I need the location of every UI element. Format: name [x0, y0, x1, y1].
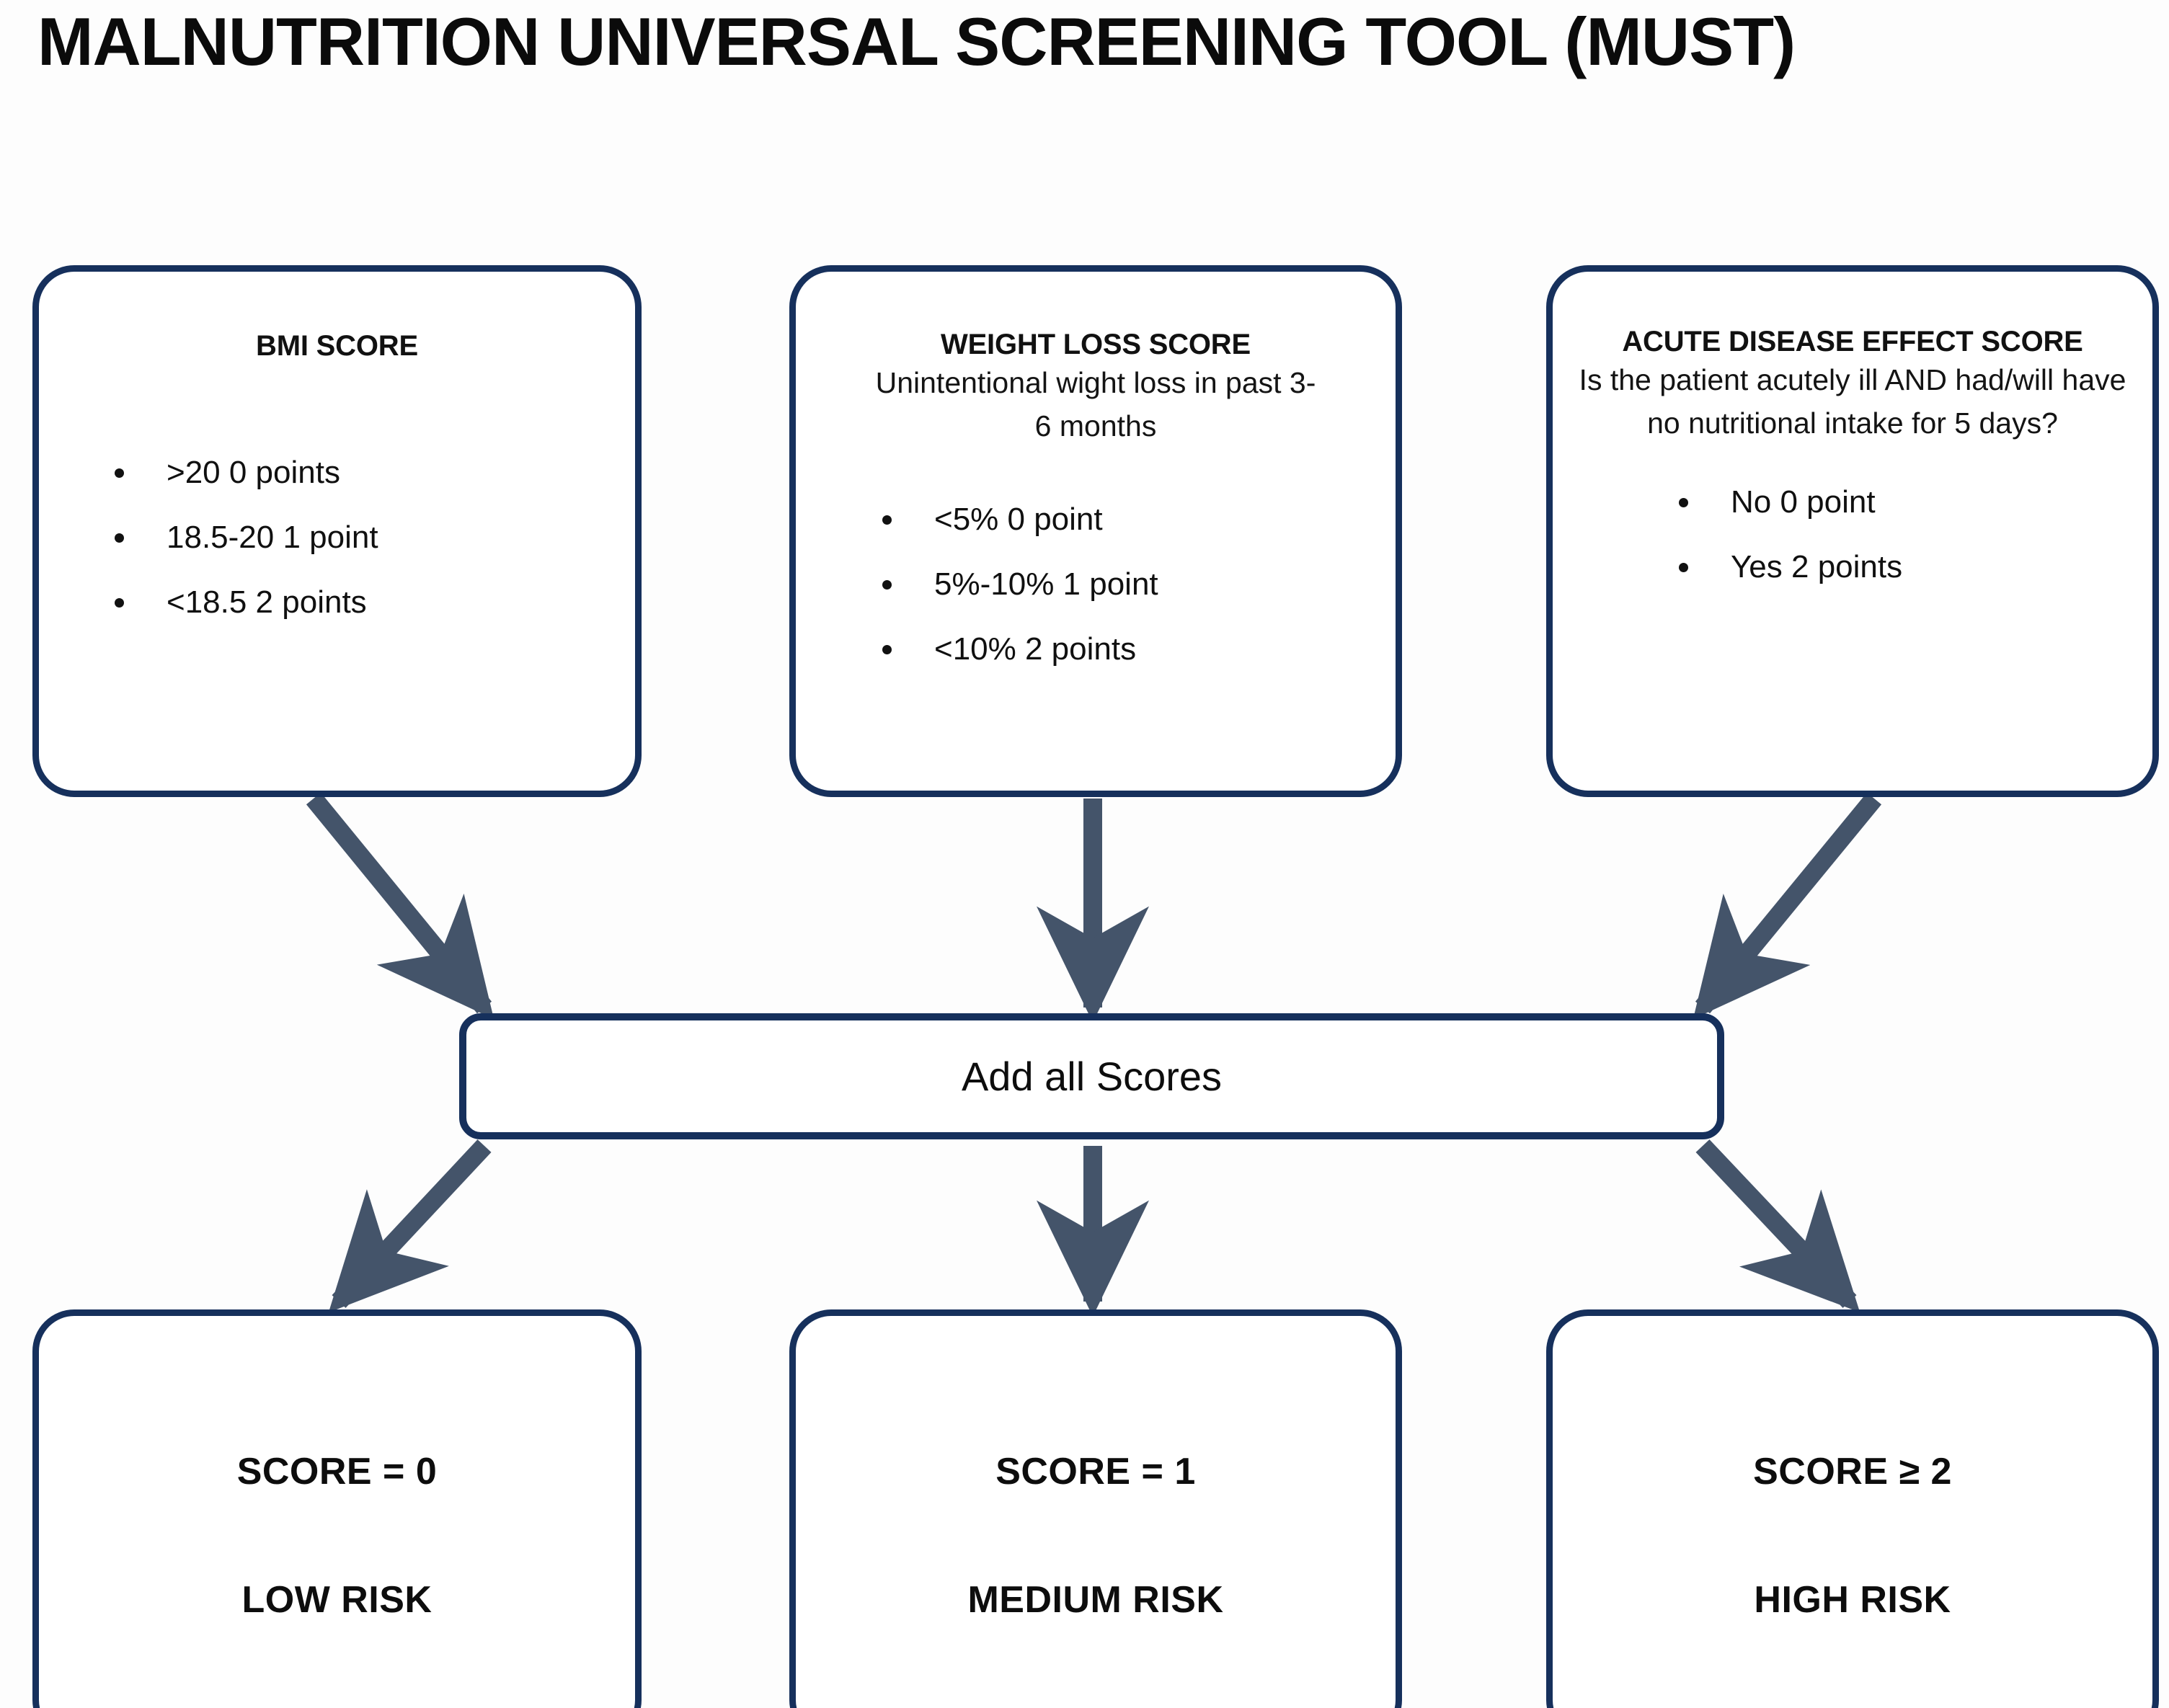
option-label: 18.5-20 1 point	[167, 520, 378, 556]
list-item: <5% 0 point	[882, 504, 1158, 535]
list-item: 5%-10% 1 point	[882, 569, 1158, 600]
connector-bmi-to-add	[306, 792, 494, 1020]
list-item: <18.5 2 points	[115, 587, 378, 618]
option-label: >20 0 points	[167, 455, 340, 491]
bullet-icon	[1679, 498, 1688, 508]
bullet-icon	[882, 645, 892, 655]
criteria-options-bmi: >20 0 points 18.5-20 1 point <18.5 2 poi…	[115, 457, 378, 618]
result-risk-high: HIGH RISK	[1754, 1579, 1951, 1621]
option-label: <5% 0 point	[934, 502, 1103, 538]
list-item: 18.5-20 1 point	[115, 522, 378, 553]
list-item: Yes 2 points	[1679, 551, 1902, 583]
criteria-options-weight-loss: <5% 0 point 5%-10% 1 point <10% 2 points	[882, 504, 1158, 665]
combine-scores-box: Add all Scores	[459, 1013, 1724, 1139]
result-score-high: SCORE ≥ 2	[1753, 1451, 1952, 1493]
combine-scores-label: Add all Scores	[961, 1054, 1223, 1099]
criteria-heading-weight-loss: WEIGHT LOSS SCORE	[941, 329, 1251, 360]
connector-acute-to-add	[1693, 792, 1882, 1020]
option-label: No 0 point	[1731, 484, 1876, 520]
result-box-medium-risk: SCORE = 1 MEDIUM RISK	[789, 1309, 1402, 1708]
result-score-low: SCORE = 0	[236, 1451, 438, 1493]
bullet-icon	[115, 533, 124, 543]
result-score-medium: SCORE = 1	[995, 1451, 1196, 1493]
criteria-subtext-acute-disease: Is the patient acutely ill AND had/will …	[1579, 363, 2126, 440]
criteria-box-acute-disease: ACUTE DISEASE EFFECT SCORE Is the patien…	[1546, 265, 2159, 797]
criteria-heading-bmi: BMI SCORE	[256, 330, 418, 362]
list-item: >20 0 points	[115, 457, 378, 489]
option-label: 5%-10% 1 point	[934, 566, 1158, 602]
result-risk-medium: MEDIUM RISK	[967, 1579, 1224, 1621]
list-item: No 0 point	[1679, 486, 1902, 518]
criteria-options-acute-disease: No 0 point Yes 2 points	[1679, 486, 1902, 583]
bullet-icon	[882, 580, 892, 590]
bullet-icon	[1679, 563, 1688, 573]
list-item: <10% 2 points	[882, 633, 1158, 665]
result-risk-low: LOW RISK	[241, 1579, 433, 1621]
option-label: <10% 2 points	[934, 631, 1137, 667]
criteria-box-bmi: BMI SCORE >20 0 points 18.5-20 1 point <…	[32, 265, 642, 797]
option-label: Yes 2 points	[1731, 549, 1903, 585]
bullet-icon	[882, 515, 892, 525]
bullet-icon	[115, 468, 124, 479]
connector-add-to-low	[328, 1139, 492, 1313]
result-box-high-risk: SCORE ≥ 2 HIGH RISK	[1546, 1309, 2159, 1708]
criteria-box-weight-loss: WEIGHT LOSS SCORE Unintentional wight lo…	[789, 265, 1402, 797]
bullet-icon	[115, 598, 124, 608]
criteria-subtext-weight-loss: Unintentional wight loss in past 3-6 mon…	[875, 366, 1316, 442]
criteria-heading-acute-disease: ACUTE DISEASE EFFECT SCORE	[1622, 326, 2083, 357]
connector-add-to-high	[1695, 1139, 1860, 1313]
option-label: <18.5 2 points	[167, 584, 367, 621]
result-box-low-risk: SCORE = 0 LOW RISK	[32, 1309, 642, 1708]
page-title: MALNUTRITION UNIVERSAL SCREENING TOOL (M…	[37, 4, 1796, 79]
